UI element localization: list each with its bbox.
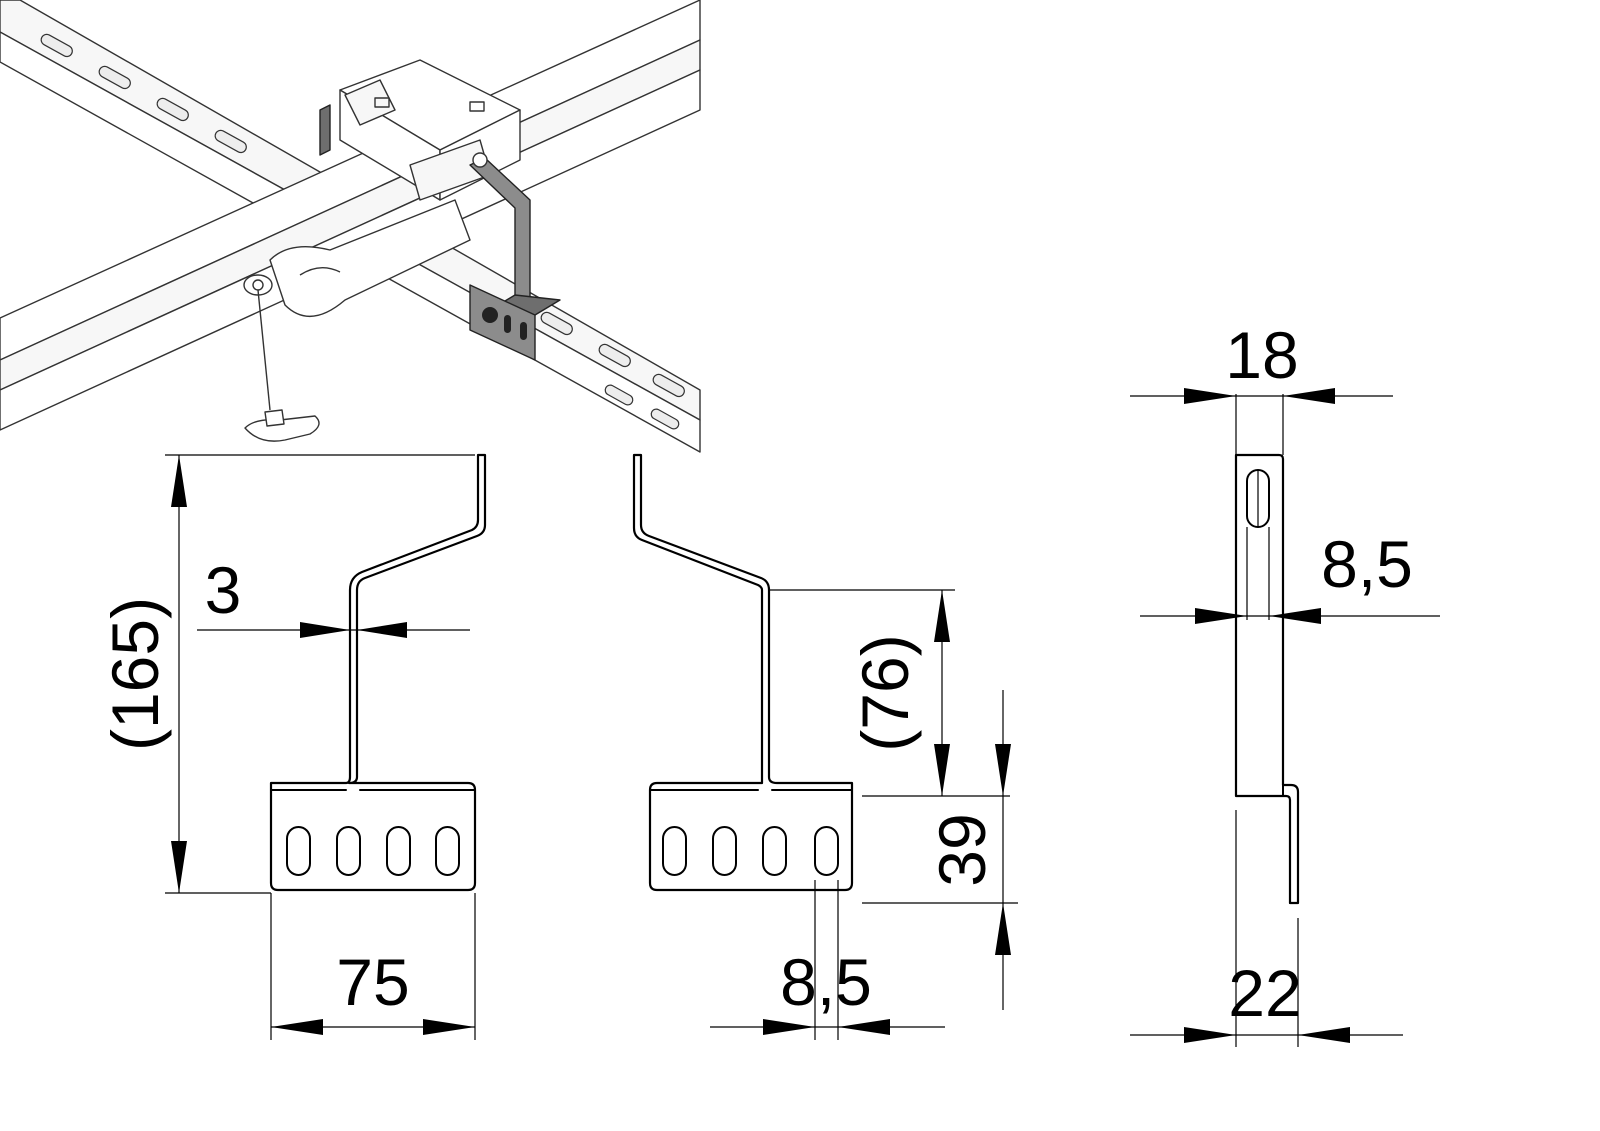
plate-height-label: 39 <box>925 813 999 886</box>
mounted-bracket <box>469 152 561 361</box>
dimension-height-overall: (165) <box>98 454 475 894</box>
slot-width-side-label: 8,5 <box>1321 527 1413 601</box>
front-view-bracket-outline <box>269 453 487 892</box>
pull-cord-handle <box>244 289 320 442</box>
mirrored-bracket-outline <box>632 453 854 892</box>
mirrored-front-view: (76) 39 8,5 <box>632 453 1018 1040</box>
slot-hole <box>386 826 411 876</box>
slot-hole <box>662 826 687 876</box>
bend-height-label: (76) <box>848 634 922 751</box>
thickness-label: 3 <box>205 553 242 627</box>
dimension-slot-width-front: 8,5 <box>710 880 945 1040</box>
dimension-plate-height: 39 <box>862 690 1018 1010</box>
slot-hole <box>762 826 787 876</box>
side-view: 18 8,5 22 <box>1130 318 1440 1047</box>
slot-hole <box>712 826 737 876</box>
slot-hole <box>435 826 460 876</box>
height-overall-label: (165) <box>98 597 172 751</box>
front-view: (165) 3 75 <box>98 453 487 1040</box>
slot-hole <box>336 826 361 876</box>
dimension-strip-width: 18 <box>1130 318 1393 455</box>
slot-hole <box>286 826 311 876</box>
dimension-slot-width-side: 8,5 <box>1140 527 1440 624</box>
clamp-block <box>319 59 521 201</box>
dimension-foot-depth: 22 <box>1130 810 1403 1047</box>
strip-width-label: 18 <box>1225 318 1298 392</box>
dimension-width: 75 <box>270 893 476 1040</box>
dimension-thickness: 3 <box>197 553 470 638</box>
dimension-bend-height: (76) <box>769 589 1010 797</box>
isometric-assembly-view <box>0 0 701 453</box>
slot-hole <box>814 826 839 876</box>
motor-housing <box>243 199 471 318</box>
foot-depth-label: 22 <box>1228 956 1301 1030</box>
slot-width-front-label: 8,5 <box>780 945 872 1019</box>
width-label: 75 <box>336 945 409 1019</box>
